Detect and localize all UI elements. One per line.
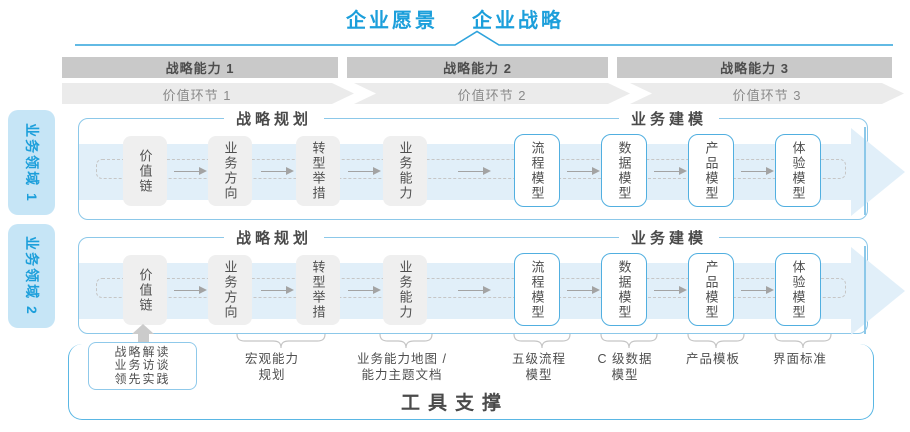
flow-box-label: 业务方向 <box>222 141 238 201</box>
flow-box-label: 业务方向 <box>222 260 238 320</box>
tool-support-box <box>68 344 874 420</box>
flow-arrow-icon <box>348 284 381 296</box>
flow-arrow-icon <box>348 165 381 177</box>
flow-arrow-icon <box>741 284 774 296</box>
up-arrow-icon <box>132 324 154 334</box>
flow-box-business-capability: 业务能力 <box>383 136 427 206</box>
flow-box-process-model: 流程模型 <box>514 253 560 326</box>
flow-box-transformation: 转型举措 <box>296 136 340 206</box>
flow-box-label: 价值链 <box>137 267 153 313</box>
flow-arrow-icon <box>654 165 687 177</box>
flow-box-data-model: 数据模型 <box>601 134 647 207</box>
capability-bar-1: 战略能力 1 <box>62 57 338 78</box>
domain-1-row-panel: 价值链 业务方向 转型举措 业务能力 流程模型 数据模型 产品模型 体验模型 战… <box>78 108 905 220</box>
capability-bar-3-label: 战略能力 3 <box>720 61 789 76</box>
annotation-ui-standard: 界面标准 <box>772 352 827 366</box>
business-modeling-title: 业务建模 <box>618 227 720 248</box>
flow-box-transformation: 转型举措 <box>296 255 340 325</box>
sidebar-domain-1-label: 业务领域 1 <box>23 122 40 203</box>
enterprise-strategy-title: 企业战略 <box>472 10 564 32</box>
flow-arrow-icon <box>458 165 491 177</box>
enterprise-vision-title: 企业愿景 <box>346 10 438 32</box>
flow-box-business-direction: 业务方向 <box>208 136 252 206</box>
capability-bar-3: 战略能力 3 <box>617 57 892 78</box>
flow-box-label: 转型举措 <box>310 260 326 320</box>
flow-box-label: 数据模型 <box>616 140 632 201</box>
dashed-track <box>96 278 846 298</box>
flow-arrow-icon <box>174 165 207 177</box>
flow-box-business-direction: 业务方向 <box>208 255 252 325</box>
flow-box-business-capability: 业务能力 <box>383 255 427 325</box>
strategic-planning-title: 战略规划 <box>223 108 325 129</box>
annotation-capability-map: 业务能力地图 / 能力主题文档 <box>357 352 447 382</box>
flow-box-value-chain: 价值链 <box>123 136 167 206</box>
flow-box-value-chain: 价值链 <box>123 255 167 325</box>
sidebar-domain-1: 业务领域 1 <box>8 110 55 215</box>
value-link-2-label: 价值环节 2 <box>457 88 527 103</box>
annotation-data-model: C 级数据 模型 <box>597 352 653 382</box>
flow-arrow-icon <box>261 284 294 296</box>
business-modeling-title: 业务建模 <box>618 108 720 129</box>
strategy-line <box>75 30 893 46</box>
flow-box-process-model: 流程模型 <box>514 134 560 207</box>
annotation-process-model: 五级流程 模型 <box>511 352 566 382</box>
capability-bar-1-label: 战略能力 1 <box>165 61 235 76</box>
sidebar-domain-2: 业务领域 2 <box>8 224 55 328</box>
capability-bar-2-label: 战略能力 2 <box>443 61 512 76</box>
up-arrow-shaft <box>138 333 149 343</box>
flow-arrow-icon <box>654 284 687 296</box>
domain-2-row-panel: 价值链 业务方向 转型举措 业务能力 流程模型 数据模型 产品模型 体验模型 战… <box>78 227 905 335</box>
flow-arrow-icon <box>567 165 600 177</box>
dashed-track <box>96 159 846 179</box>
flow-box-label: 业务能力 <box>397 141 413 201</box>
panel-border-overlay <box>864 246 866 334</box>
flow-arrow-icon <box>261 165 294 177</box>
flow-band-arrowhead-icon <box>851 247 905 335</box>
value-link-1-label: 价值环节 1 <box>162 88 232 103</box>
panel-border-overlay <box>864 127 866 215</box>
strategic-planning-title: 战略规划 <box>223 227 325 248</box>
annotation-product-template: 产品模板 <box>685 352 740 366</box>
capability-bar-2: 战略能力 2 <box>347 57 608 78</box>
flow-box-label: 价值链 <box>137 148 153 194</box>
flow-box-experience-model: 体验模型 <box>775 253 821 326</box>
flow-arrow-icon <box>741 165 774 177</box>
flow-box-label: 体验模型 <box>790 140 806 201</box>
flow-box-product-model: 产品模型 <box>688 134 734 207</box>
flow-box-label: 转型举措 <box>310 141 326 201</box>
flow-arrow-icon <box>174 284 207 296</box>
flow-arrow-icon <box>458 284 491 296</box>
flow-box-label: 流程模型 <box>529 259 545 320</box>
flow-box-label: 流程模型 <box>529 140 545 201</box>
flow-box-label: 体验模型 <box>790 259 806 320</box>
tool-support-title: 工具支撑 <box>400 393 509 414</box>
value-link-3-label: 价值环节 3 <box>732 88 802 103</box>
flow-box-label: 业务能力 <box>397 260 413 320</box>
flow-band-arrowhead-icon <box>851 128 905 216</box>
insight-box: 战略解读 业务访谈 领先实践 <box>88 342 197 390</box>
flow-box-product-model: 产品模型 <box>688 253 734 326</box>
flow-box-label: 数据模型 <box>616 259 632 320</box>
flow-box-data-model: 数据模型 <box>601 253 647 326</box>
annotation-macro-capability: 宏观能力 规划 <box>244 352 299 382</box>
flow-box-label: 产品模型 <box>703 259 719 320</box>
flow-box-experience-model: 体验模型 <box>775 134 821 207</box>
sidebar-domain-2-label: 业务领域 2 <box>23 236 40 316</box>
flow-box-label: 产品模型 <box>703 140 719 201</box>
flow-arrow-icon <box>567 284 600 296</box>
header-titles: 企业愿景 企业战略 <box>0 4 910 33</box>
